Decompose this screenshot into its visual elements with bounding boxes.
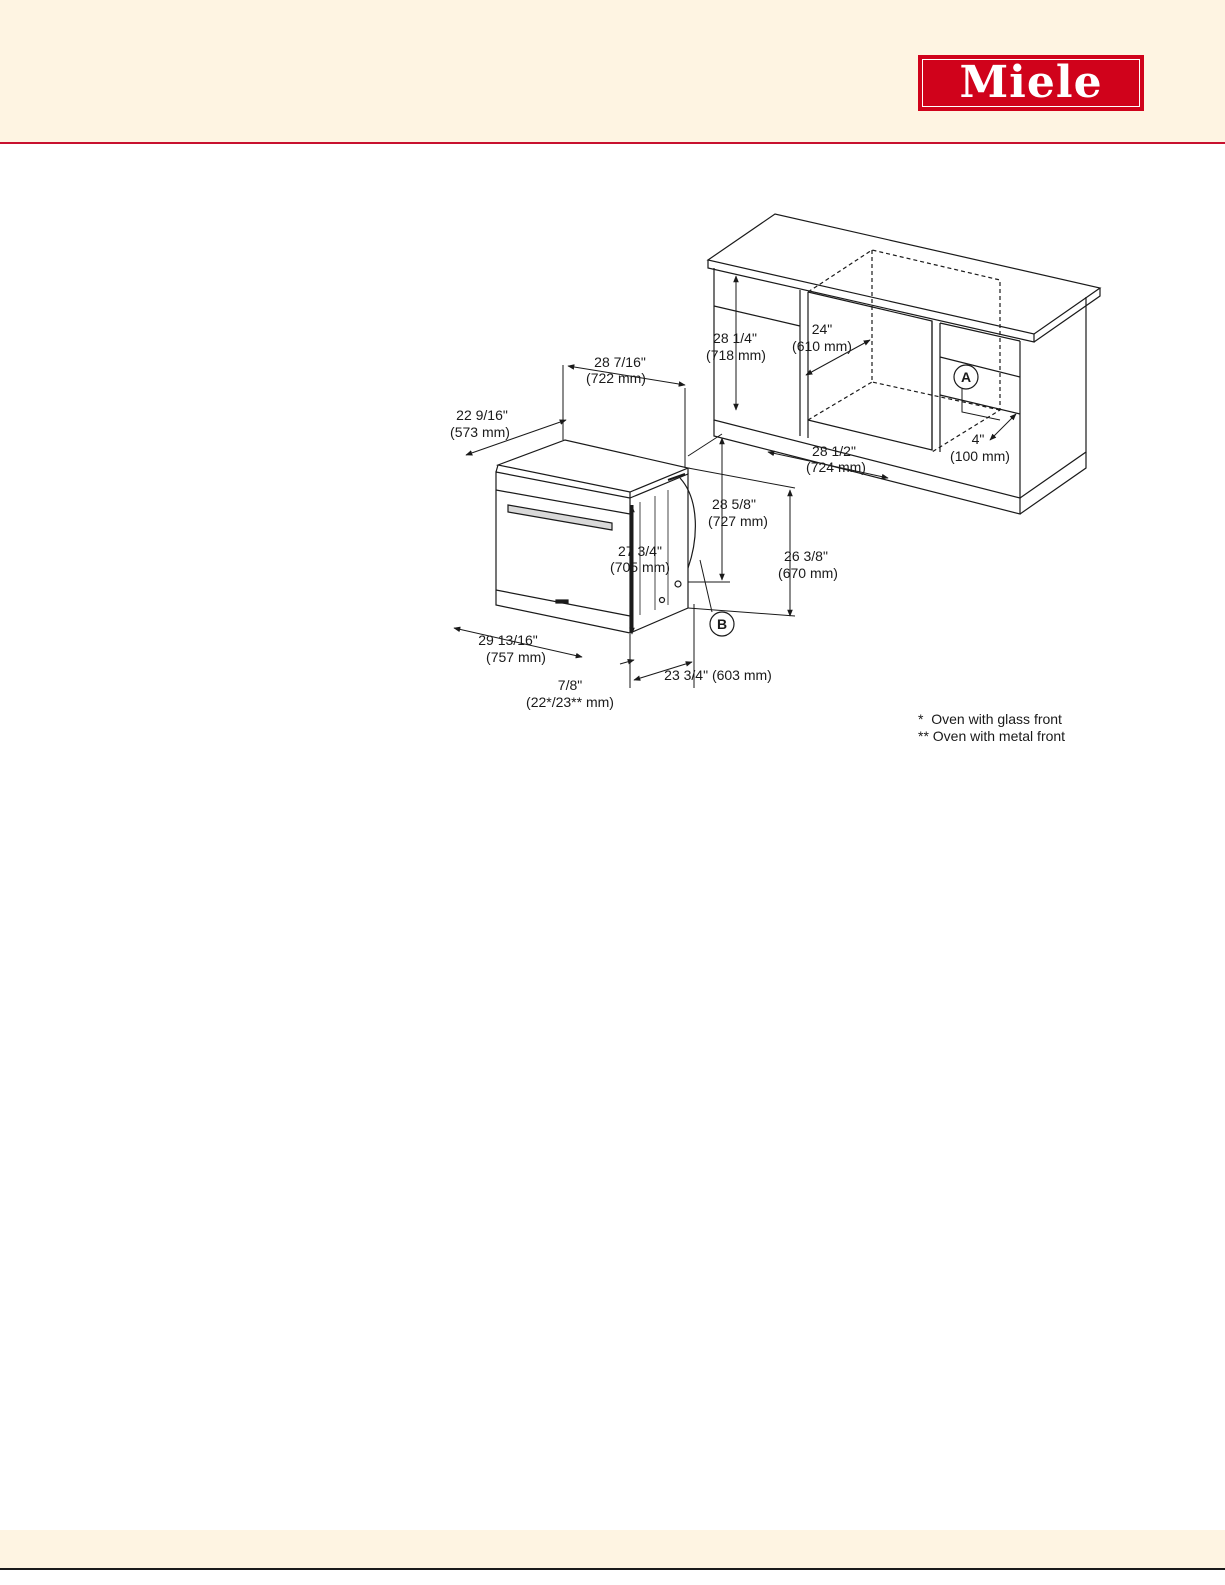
- oven: [496, 440, 695, 633]
- dim-front-thickness-inch: 7/8": [558, 677, 582, 693]
- dim-oven-height-mm: (670 mm): [778, 565, 838, 581]
- note-metal-front: ** Oven with metal front: [918, 728, 1065, 744]
- dim-top-inch: 22 9/16": [456, 407, 508, 423]
- callout-b: B: [710, 612, 734, 636]
- dim-depth-inch: 28 7/16": [594, 354, 646, 370]
- dim-niche-height-inch: 28 5/8": [712, 496, 756, 512]
- oven-front: [496, 472, 630, 633]
- dim-width-inch: 24": [812, 321, 833, 337]
- dim-width-mm: (610 mm): [792, 338, 852, 354]
- dim-front-width-inch: 29 13/16": [478, 632, 537, 648]
- svg-text:A: A: [961, 369, 971, 385]
- dim-front-width-mm: (757 mm): [486, 649, 546, 665]
- dim-gap-inch: 4": [972, 431, 985, 447]
- note-glass-front: * Oven with glass front: [918, 711, 1062, 727]
- dim-oven-height-inch: 26 3/8": [784, 548, 828, 564]
- dim-niche-height-mm: (727 mm): [708, 513, 768, 529]
- dim-body-height-mm: (705 mm): [610, 559, 670, 575]
- oven-opening: [808, 292, 932, 450]
- dim-gap-mm: (100 mm): [950, 448, 1010, 464]
- svg-text:B: B: [717, 616, 727, 632]
- footer-band: [0, 1530, 1225, 1568]
- dim-cutout-depth-inch: 28 1/2": [812, 443, 856, 459]
- countertop: [708, 214, 1100, 334]
- cabinet: [708, 214, 1100, 514]
- dim-depth-mm: (722 mm): [586, 370, 646, 386]
- dim-body-width: 23 3/4" (603 mm): [664, 667, 772, 683]
- dim-body-height-inch: 27 3/4": [618, 543, 662, 559]
- callout-a: A: [954, 365, 978, 389]
- dim-front-thickness-mm: (22*/23** mm): [526, 694, 614, 710]
- dim-cutout-depth-mm: (724 mm): [806, 459, 866, 475]
- footer-rule: [0, 1568, 1225, 1570]
- dim-cab-height-mm: (718 mm): [706, 347, 766, 363]
- dim-cab-height-inch: 28 1/4": [713, 330, 757, 346]
- dim-top-mm: (573 mm): [450, 424, 510, 440]
